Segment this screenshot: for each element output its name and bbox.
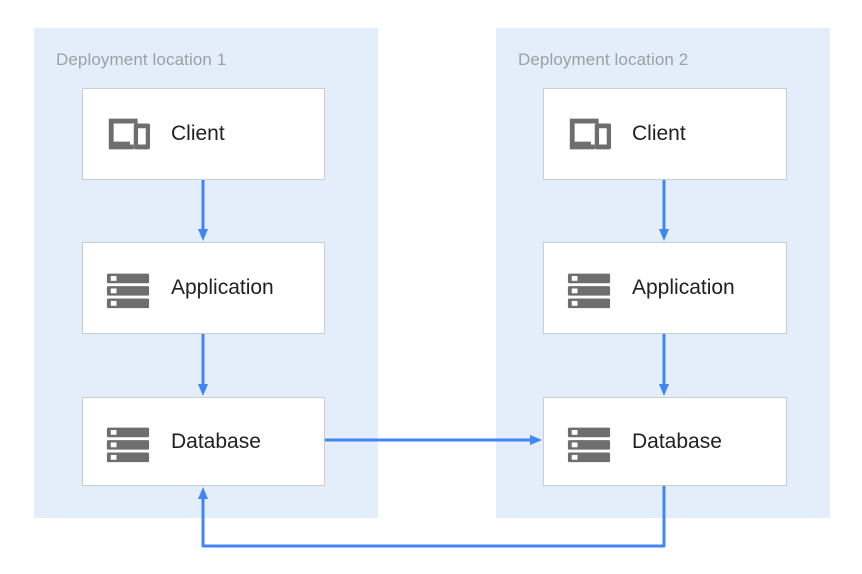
server-stack-icon bbox=[106, 427, 150, 462]
node-application-2[interactable]: Application bbox=[543, 242, 787, 334]
server-stack-icon bbox=[106, 273, 150, 309]
node-application-2-label: Application bbox=[632, 276, 735, 299]
node-client-2-label: Client bbox=[632, 122, 686, 145]
devices-icon bbox=[108, 118, 151, 150]
node-database-1-label: Database bbox=[171, 429, 261, 453]
server-stack-icon bbox=[567, 427, 611, 462]
node-database-2[interactable]: Database bbox=[543, 397, 787, 486]
zone-2-label: Deployment location 2 bbox=[518, 50, 689, 69]
node-database-1[interactable]: Database bbox=[82, 397, 325, 486]
node-client-1-label: Client bbox=[171, 122, 225, 145]
node-database-2-label: Database bbox=[632, 429, 722, 453]
devices-icon bbox=[569, 118, 612, 150]
node-application-1[interactable]: Application bbox=[82, 242, 325, 334]
node-client-1[interactable]: Client bbox=[82, 88, 325, 180]
server-stack-icon bbox=[567, 273, 611, 309]
zone-1-label: Deployment location 1 bbox=[56, 50, 227, 69]
node-application-1-label: Application bbox=[171, 276, 274, 299]
node-client-2[interactable]: Client bbox=[543, 88, 787, 180]
